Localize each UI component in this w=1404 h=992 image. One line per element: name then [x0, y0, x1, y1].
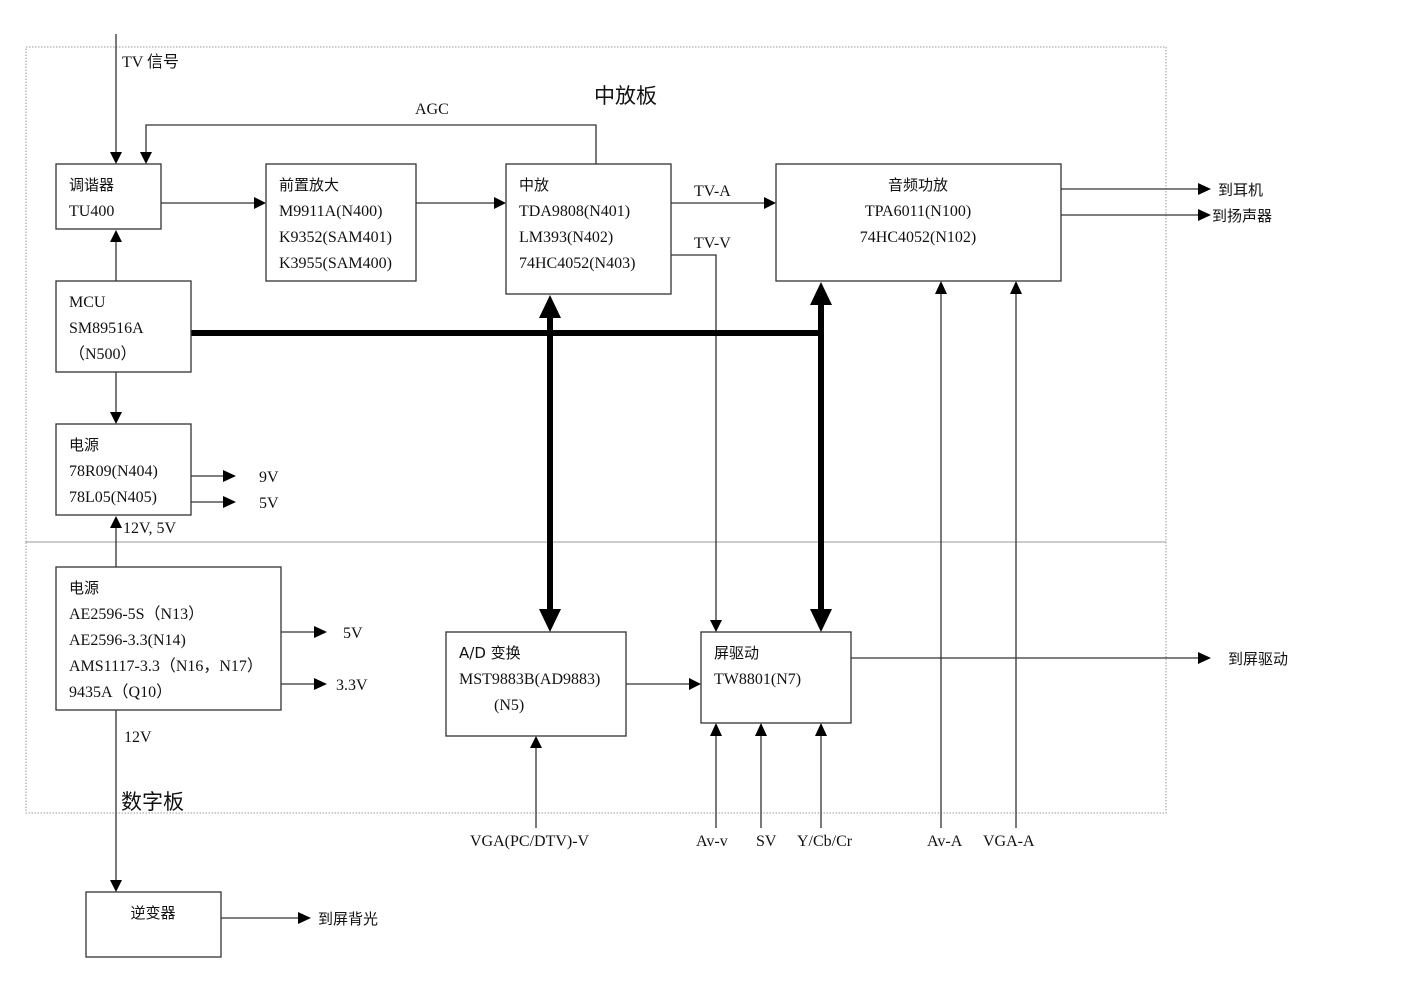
if-amp-line: TDA9808(N401)	[519, 203, 630, 220]
preamp-line: M9911A(N400)	[279, 203, 382, 220]
arrow-icon	[223, 496, 236, 508]
tv-a-label: TV-A	[694, 183, 731, 200]
arrow-icon	[1198, 652, 1211, 664]
arrow-icon	[710, 723, 722, 736]
agc-wire	[145, 124, 597, 164]
sv-label: SV	[756, 833, 777, 850]
audio-amp-title: 音频功放	[888, 176, 948, 194]
power-digital-block: 电源 AE2596-5S（N13） AE2596-3.3(N14) AMS111…	[55, 566, 282, 711]
power-digital-title: 电源	[69, 579, 99, 597]
if-amp-title: 中放	[519, 176, 549, 194]
arrow-icon	[110, 516, 122, 528]
audio-amp-line: TPA6011(N100)	[865, 203, 971, 220]
to-screen-driver-label: 到屏驱动	[1228, 650, 1288, 668]
tv-v-wire	[671, 254, 717, 622]
power-if-title: 电源	[69, 436, 99, 454]
adc-line: MST9883B(AD9883)	[459, 671, 600, 688]
arrow-icon	[935, 281, 947, 294]
arrow-icon	[110, 880, 122, 892]
vga-a-label: VGA-A	[983, 833, 1035, 850]
arrow-icon	[110, 412, 122, 424]
audio-amp-block: 音频功放 TPA6011(N100) 74HC4052(N102)	[775, 163, 1062, 282]
arrow-icon	[810, 609, 832, 632]
power-if-block: 电源 78R09(N404) 78L05(N405)	[55, 423, 192, 516]
in-12v-5v-label: 12V, 5V	[123, 520, 176, 537]
out-3v3-label: 3.3V	[336, 677, 368, 694]
vga-v-label: VGA(PC/DTV)-V	[470, 833, 590, 850]
preamp-block: 前置放大 M9911A(N400) K9352(SAM401) K3955(SA…	[265, 163, 417, 282]
digital-board-label: 数字板	[121, 790, 184, 814]
arrow-icon	[254, 197, 266, 209]
arrow-icon	[1198, 183, 1211, 195]
preamp-line: K3955(SAM400)	[279, 255, 392, 272]
to-speaker-label: 到扬声器	[1212, 207, 1272, 225]
if-board-label: 中放板	[594, 84, 657, 108]
tuner-block: 调谐器 TU400	[55, 163, 162, 230]
mcu-block: MCU SM89516A （N500）	[55, 280, 192, 373]
if-amp-block: 中放 TDA9808(N401) LM393(N402) 74HC4052(N4…	[505, 163, 672, 295]
preamp-line: K9352(SAM401)	[279, 229, 392, 246]
arrow-icon	[110, 230, 122, 242]
screen-driver-title: 屏驱动	[714, 644, 759, 662]
to-headphone-label: 到耳机	[1218, 181, 1263, 199]
power-if-line: 78L05(N405)	[69, 489, 157, 506]
arrow-icon	[689, 678, 701, 690]
audio-amp-line: 74HC4052(N102)	[860, 229, 976, 246]
arrow-icon	[140, 152, 152, 164]
arrow-icon	[810, 282, 832, 305]
if-amp-line: 74HC4052(N403)	[519, 255, 635, 272]
power-if-line: 78R09(N404)	[69, 463, 158, 480]
preamp-title: 前置放大	[279, 176, 339, 194]
arrow-icon	[815, 723, 827, 736]
tuner-title: 调谐器	[69, 176, 114, 194]
screen-driver-block: 屏驱动 TW8801(N7)	[700, 631, 852, 724]
out-5v-dig-label: 5V	[343, 625, 363, 642]
arrow-icon	[494, 197, 506, 209]
digital-board-region	[25, 541, 1167, 814]
adc-title: A/D 变换	[459, 644, 521, 662]
mcu-line: （N500）	[69, 345, 137, 363]
arrow-icon	[710, 620, 722, 632]
arrow-icon	[539, 609, 561, 632]
arrow-icon	[298, 912, 311, 924]
arrow-icon	[764, 197, 776, 209]
tv-v-label: TV-V	[694, 235, 731, 252]
arrow-icon	[1010, 281, 1022, 294]
inverter-block: 逆变器	[85, 891, 222, 958]
arrow-icon	[314, 678, 327, 690]
arrow-icon	[530, 736, 542, 748]
arrow-icon	[314, 626, 327, 638]
if-amp-line: LM393(N402)	[519, 229, 613, 246]
arrow-icon	[223, 470, 236, 482]
in-12v-label: 12V	[124, 729, 152, 746]
tv-signal-label: TV 信号	[122, 53, 179, 71]
inverter-title: 逆变器	[130, 904, 175, 922]
power-digital-line: AMS1117-3.3（N16，N17）	[69, 657, 263, 675]
adc-line: (N5)	[494, 697, 524, 714]
av-v-label: Av-v	[696, 833, 728, 850]
power-digital-line: AE2596-3.3(N14)	[69, 632, 186, 649]
arrow-icon	[1198, 209, 1211, 221]
arrow-icon	[755, 723, 767, 736]
mcu-line: SM89516A	[69, 320, 144, 337]
arrow-icon	[539, 295, 561, 318]
power-digital-line: 9435A（Q10）	[69, 683, 172, 701]
to-backlight-label: 到屏背光	[318, 910, 378, 928]
adc-block: A/D 变换 MST9883B(AD9883) (N5)	[445, 631, 627, 737]
tuner-line: TU400	[69, 203, 114, 220]
screen-driver-line: TW8801(N7)	[714, 671, 801, 688]
arrow-icon	[110, 152, 122, 164]
mcu-title: MCU	[69, 294, 106, 311]
av-a-label: Av-A	[927, 833, 963, 850]
out-5v-label: 5V	[259, 495, 279, 512]
out-9v-label: 9V	[259, 469, 279, 486]
power-digital-line: AE2596-5S（N13）	[69, 605, 204, 623]
ycbcr-label: Y/Cb/Cr	[797, 833, 853, 850]
agc-label: AGC	[415, 101, 449, 118]
